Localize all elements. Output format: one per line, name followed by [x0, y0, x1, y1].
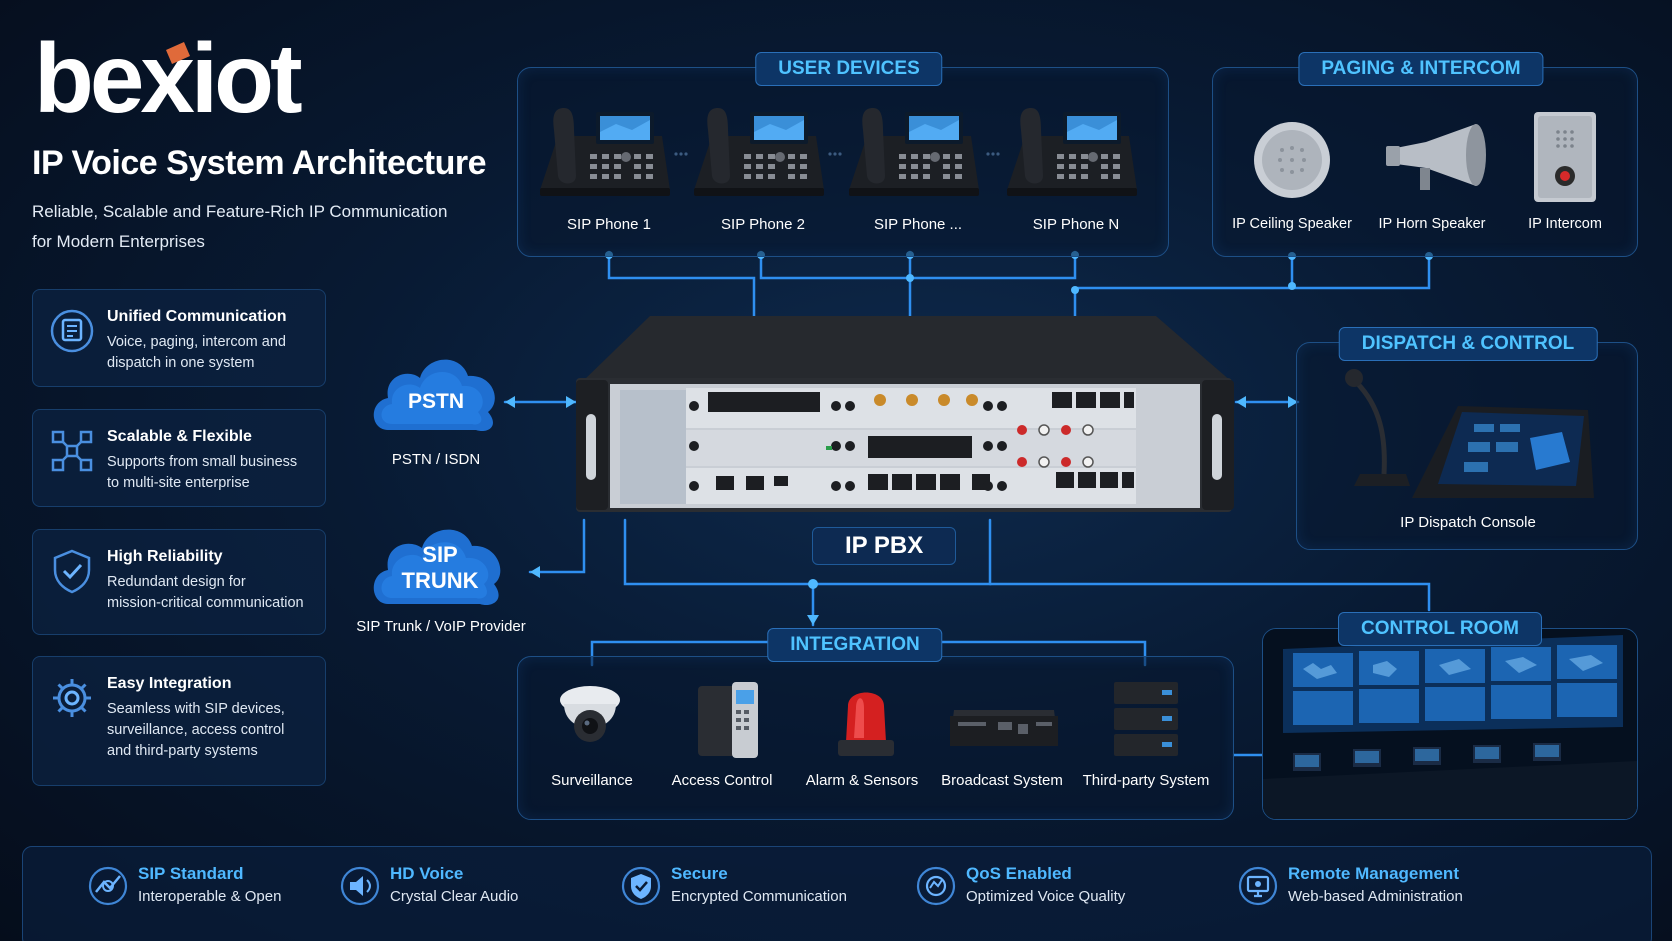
broadcast-system-icon [950, 710, 1058, 746]
chat-icon [50, 309, 94, 353]
feature-card-unified: Unified Communication Voice, paging, int… [32, 289, 326, 387]
feature-desc: Optimized Voice Quality [966, 888, 1126, 905]
horn-speaker-icon [1386, 124, 1486, 190]
feature-desc: Crystal Clear Audio [390, 888, 519, 905]
control-room-panel [1262, 628, 1638, 820]
speaker-icon [340, 866, 380, 906]
feature-title: Unified Communication [107, 308, 287, 325]
pstn-label: PSTN / ISDN [391, 451, 481, 468]
feature-title: Scalable & Flexible [107, 428, 252, 445]
integration-label: Alarm & Sensors [805, 772, 919, 789]
paging-label: IP Horn Speaker [1378, 216, 1486, 232]
remote-monitor-icon [1238, 866, 1278, 906]
feature-card-integration: Easy Integration Seamless with SIP devic… [32, 656, 326, 786]
control-room-image [1263, 629, 1637, 819]
sip-trunk-label: SIP Trunk / VoIP Provider [356, 618, 526, 635]
integration-title: INTEGRATION [767, 628, 943, 662]
integration-label: Surveillance [551, 772, 633, 789]
paging-label: IP Intercom [1528, 216, 1602, 232]
feature-title: Remote Management [1288, 864, 1459, 883]
alarm-siren-icon [838, 692, 894, 756]
feature-card-scalable: Scalable & Flexible Supports from small … [32, 409, 326, 507]
feature-desc: Encrypted Communication [671, 888, 847, 905]
feature-title: Easy Integration [107, 675, 232, 692]
feature-desc: Interoperable & Open [138, 888, 282, 905]
feature-title: Secure [671, 864, 728, 883]
page-subtitle-line2: for Modern Enterprises [32, 232, 205, 251]
qos-icon [916, 866, 956, 906]
surveillance-camera-icon [560, 686, 620, 742]
phone-label: SIP Phone ... [873, 216, 963, 233]
feature-title: High Reliability [107, 548, 223, 565]
dispatch-label: IP Dispatch Console [1400, 514, 1536, 531]
page-title: IP Voice System Architecture [32, 144, 487, 182]
control-room-title: CONTROL ROOM [1338, 612, 1542, 646]
user-devices-title: USER DEVICES [755, 52, 943, 86]
shield-check-icon [53, 549, 91, 594]
pstn-cloud-icon [373, 359, 495, 432]
phone-label: SIP Phone N [1032, 216, 1120, 233]
ip-pbx-label: IP PBX [812, 527, 957, 565]
access-control-icon [698, 682, 758, 758]
phone-label: SIP Phone 1 [567, 216, 651, 233]
sip-phone-icon [849, 108, 979, 196]
dispatch-console-icon [1345, 369, 1594, 498]
network-icon [51, 430, 93, 472]
gear-icon [53, 679, 91, 717]
bexiot-logo: bexiot [34, 23, 306, 133]
feature-title: QoS Enabled [966, 864, 1072, 883]
feature-title: HD Voice [390, 864, 464, 883]
sip-phone-icon [1007, 108, 1137, 196]
sip-phone-icon [540, 108, 670, 196]
logo-text: bexiot [34, 23, 302, 133]
feature-desc: Seamless with SIP devices,surveillance, … [107, 701, 285, 759]
sip-phone-icon [694, 108, 824, 196]
sip-trunk-cloud-icon [373, 529, 501, 606]
paging-intercom-title: PAGING & INTERCOM [1298, 52, 1544, 86]
phone-label: SIP Phone 2 [721, 216, 805, 233]
integration-label: Broadcast System [941, 772, 1063, 789]
feature-desc: Web-based Administration [1288, 888, 1463, 905]
pstn-cloud-label: PSTN [408, 390, 465, 413]
ip-pbx-chassis [576, 316, 1234, 512]
ceiling-speaker-icon [1254, 122, 1330, 198]
feature-title: SIP Standard [138, 864, 244, 883]
third-party-system-icon [1114, 682, 1178, 756]
integration-label: Third-party System [1082, 772, 1210, 789]
paging-label: IP Ceiling Speaker [1232, 216, 1352, 232]
integration-label: Access Control [671, 772, 773, 789]
sip-globe-icon [88, 866, 128, 906]
dispatch-control-title: DISPATCH & CONTROL [1338, 327, 1598, 361]
ip-intercom-icon [1534, 112, 1596, 202]
page-subtitle-line1: Reliable, Scalable and Feature-Rich IP C… [32, 202, 448, 221]
sip-phones-row [540, 108, 1137, 196]
shield-icon [621, 866, 661, 906]
feature-bar [22, 846, 1652, 941]
